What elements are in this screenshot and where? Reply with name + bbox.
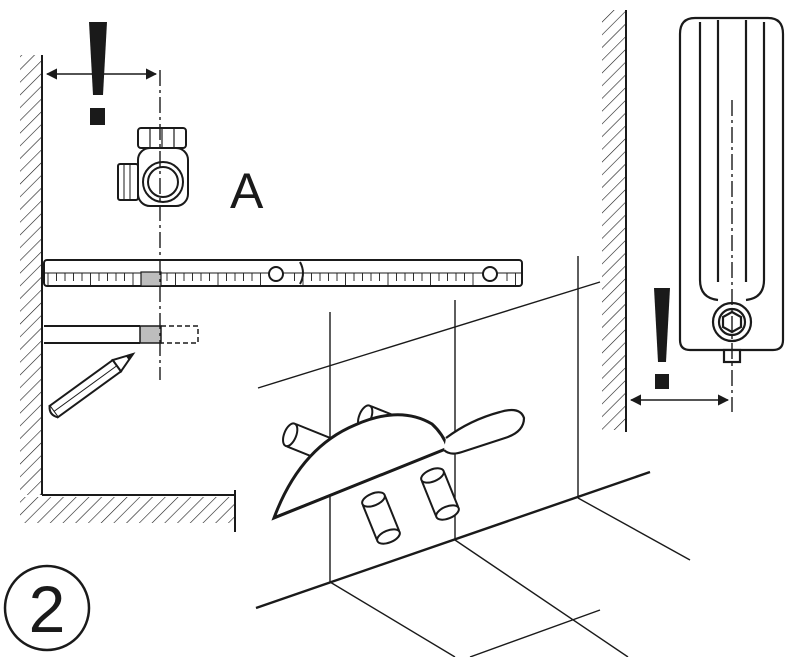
ruler [43,259,523,287]
detail-letter-a: A [230,163,264,219]
trowel-icon [271,408,526,521]
left-wall [20,55,236,532]
step-number-badge: 2 [3,564,91,652]
valve-icon [117,127,189,207]
warning-exclamation-icon [654,288,670,389]
ruler-screw-hole [482,266,498,282]
marking-bar [44,325,199,344]
pencil-icon [48,352,136,419]
right-wall [602,10,627,432]
warning-exclamation-icon: ! [89,22,107,125]
ruler-mark [140,271,162,287]
ruler-screw-hole [268,266,284,282]
step-number: 2 [29,572,66,646]
